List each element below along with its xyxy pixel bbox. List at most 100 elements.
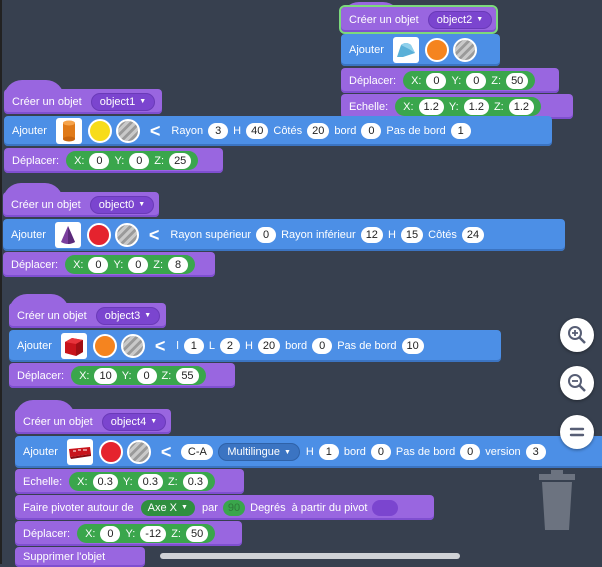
y-input[interactable]: -12 [140,525,167,542]
color-swatch-red[interactable] [98,440,123,464]
scale-object4-block[interactable]: Echelle: X:0.3 Y:0.3 Z:0.3 [15,469,244,494]
pivot-slot[interactable] [372,499,399,516]
move-object3-block[interactable]: Déplacer: X:10 Y:0 Z:55 [9,363,235,388]
z-input[interactable]: 1.2 [508,98,535,115]
y-input[interactable]: 1.2 [463,98,489,115]
texture-swatch[interactable] [120,334,145,358]
chevron-down-icon: ▼ [138,201,146,208]
x-input[interactable]: 0 [88,256,109,273]
move-object0-block[interactable]: Déplacer: X:0 Y:0 Z:8 [3,252,215,277]
sides-input[interactable]: 20 [307,123,330,139]
texture-swatch[interactable] [452,38,477,62]
bottom-radius-input[interactable]: 12 [360,227,383,243]
zoom-reset-button[interactable] [560,415,594,449]
rounded-shape-thumbnail[interactable] [392,37,419,63]
object2-name-dropdown[interactable]: object2▼ [427,10,493,29]
x-input[interactable]: 0.3 [92,473,118,490]
rotate-object4-block[interactable]: Faire pivoter autour de Axe X▼ par 90 De… [15,495,434,520]
text-input[interactable]: C-A [181,444,214,460]
cylinder-thumbnail[interactable] [55,118,82,144]
y-input[interactable]: 0.3 [137,473,163,490]
color-swatch-orange[interactable] [92,334,117,358]
z-input[interactable]: 55 [176,367,199,384]
degrees-input[interactable]: 90 [222,499,246,516]
color-swatch-orange[interactable] [424,38,449,62]
x-input[interactable]: 0 [89,152,110,169]
zoom-in-button[interactable] [560,318,594,352]
color-swatch-yellow[interactable] [87,119,112,143]
move-object1-block[interactable]: Déplacer: X:0 Y:0 Z:25 [4,148,223,173]
move-label: Déplacer: [349,74,397,87]
zoom-reset-icon [569,427,585,437]
delete-object4-block[interactable]: Supprimer l'objet [15,547,145,567]
object0-name-dropdown[interactable]: object0▼ [89,195,155,214]
box-thumbnail[interactable] [60,333,87,359]
x-input[interactable]: 10 [94,367,117,384]
object3-name-dropdown[interactable]: object3▼ [95,306,161,325]
texture-swatch[interactable] [115,119,140,143]
move-label: Déplacer: [12,154,60,167]
sides-input[interactable]: 24 [461,227,485,243]
texture-swatch[interactable] [114,223,139,247]
move-object4-block[interactable]: Déplacer: X:0 Y:-12 Z:50 [15,521,242,546]
axis-dropdown[interactable]: Axe X▼ [140,499,195,516]
z-input[interactable]: 50 [506,72,529,89]
object1-name-dropdown[interactable]: object1▼ [90,92,156,111]
edge-input[interactable]: 0 [361,123,382,139]
create-object1-block[interactable]: Créer un objet object1▼ [4,89,162,114]
move-object2-block[interactable]: Déplacer: X:0 Y:0 Z:50 [341,68,559,93]
height-input[interactable]: 1 [318,444,339,460]
y-input[interactable]: 0 [136,367,157,384]
top-radius-input[interactable]: 0 [256,227,277,243]
z-input[interactable]: 8 [168,256,189,273]
chevron-left-icon[interactable]: < [160,441,172,462]
height-input[interactable]: 20 [257,338,281,354]
z-input[interactable]: 25 [169,152,192,169]
y-input[interactable]: 0 [466,72,487,89]
edge-step-input[interactable]: 0 [460,444,481,460]
trash-icon[interactable] [537,470,577,532]
scale-object2-block[interactable]: Echelle: X:1.2 Y:1.2 Z:1.2 [341,94,573,119]
create-object3-block[interactable]: Créer un objet object3▼ [9,303,166,328]
edge-step-input[interactable]: 1 [450,123,471,139]
z-input[interactable]: 0.3 [182,473,209,490]
chevron-left-icon[interactable]: < [149,120,161,141]
y-input[interactable]: 0 [129,152,150,169]
create-object2-block[interactable]: Créer un objet object2▼ [339,5,498,34]
radius-input[interactable]: 3 [208,123,229,139]
chevron-down-icon: ▼ [144,312,152,319]
y-input[interactable]: 0 [128,256,149,273]
x-input[interactable]: 1.2 [418,98,444,115]
height-input[interactable]: 15 [400,227,424,243]
color-swatch-red[interactable] [86,223,111,247]
edge-step-input[interactable]: 10 [401,338,424,354]
x-input[interactable]: 0 [100,525,121,542]
chevron-left-icon[interactable]: < [154,335,166,356]
edge-input[interactable]: 0 [370,444,391,460]
width-input[interactable]: 1 [183,338,204,354]
move-label: Déplacer: [11,258,59,271]
horizontal-scrollbar[interactable] [160,553,460,559]
zoom-out-button[interactable] [560,366,594,400]
chevron-left-icon[interactable]: < [148,224,160,245]
cone-thumbnail[interactable] [54,222,81,248]
create-object0-block[interactable]: Créer un objet object0▼ [3,192,159,217]
font-dropdown[interactable]: Multilingue▼ [218,443,300,461]
version-input[interactable]: 3 [525,444,546,460]
text-3d-thumbnail[interactable] [66,439,93,465]
create-object4-block[interactable]: Créer un objet object4▼ [15,409,171,434]
object4-name-dropdown[interactable]: object4▼ [101,412,167,431]
z-input[interactable]: 50 [185,525,209,542]
add-object2-block[interactable]: Ajouter [341,34,500,66]
chevron-down-icon: ▼ [139,98,147,105]
texture-swatch[interactable] [126,440,151,464]
x-input[interactable]: 0 [426,72,447,89]
height-input[interactable]: 40 [246,123,269,139]
length-input[interactable]: 2 [219,338,240,354]
edge-input[interactable]: 0 [312,338,333,354]
